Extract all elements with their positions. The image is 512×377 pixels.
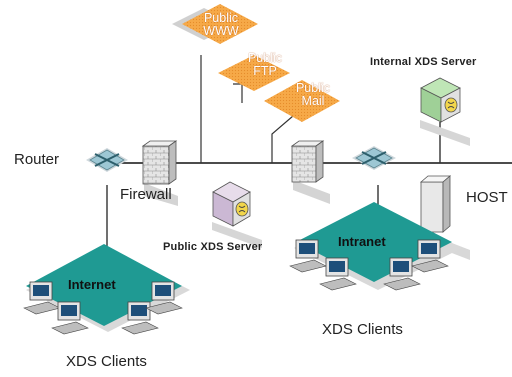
workstation-group-right: [289, 239, 449, 291]
public-ftp-line2: FTP: [253, 64, 277, 78]
firewall-label: Firewall: [120, 186, 172, 203]
xds-clients-left-label: XDS Clients: [66, 353, 147, 370]
public-www-node: [172, 4, 258, 44]
public-mail-node: [264, 80, 340, 122]
router-left: [86, 148, 128, 172]
public-www-line1: Public: [203, 11, 239, 25]
public-xds-server: [212, 181, 262, 248]
public-ftp-line1: Public: [247, 51, 283, 65]
public-mail-line2: Mail: [301, 94, 325, 108]
mail-connector: [271, 109, 301, 163]
internal-xds-server: [420, 77, 470, 146]
public-www-line2: WWW: [203, 24, 239, 38]
public-xds-server-label: Public XDS Server: [163, 241, 263, 253]
workstation-group-left: [23, 281, 183, 335]
public-mail-label: Public Mail: [288, 82, 338, 108]
internal-xds-server-label: Internal XDS Server: [370, 56, 477, 68]
firewall-left: [141, 140, 178, 206]
router-right: [352, 146, 396, 170]
intranet-label: Intranet: [338, 234, 386, 249]
public-ftp-label: Public FTP: [240, 52, 290, 78]
public-mail-line1: Public: [295, 81, 331, 95]
public-www-label: Public WWW: [196, 12, 246, 38]
public-ftp-node: [218, 55, 290, 91]
internet-label: Internet: [68, 277, 116, 292]
xds-clients-right-label: XDS Clients: [322, 321, 403, 338]
router-label: Router: [14, 151, 60, 168]
ftp-connector: [233, 83, 243, 103]
host-label: HOST: [466, 189, 508, 206]
firewall-right: [290, 140, 330, 204]
